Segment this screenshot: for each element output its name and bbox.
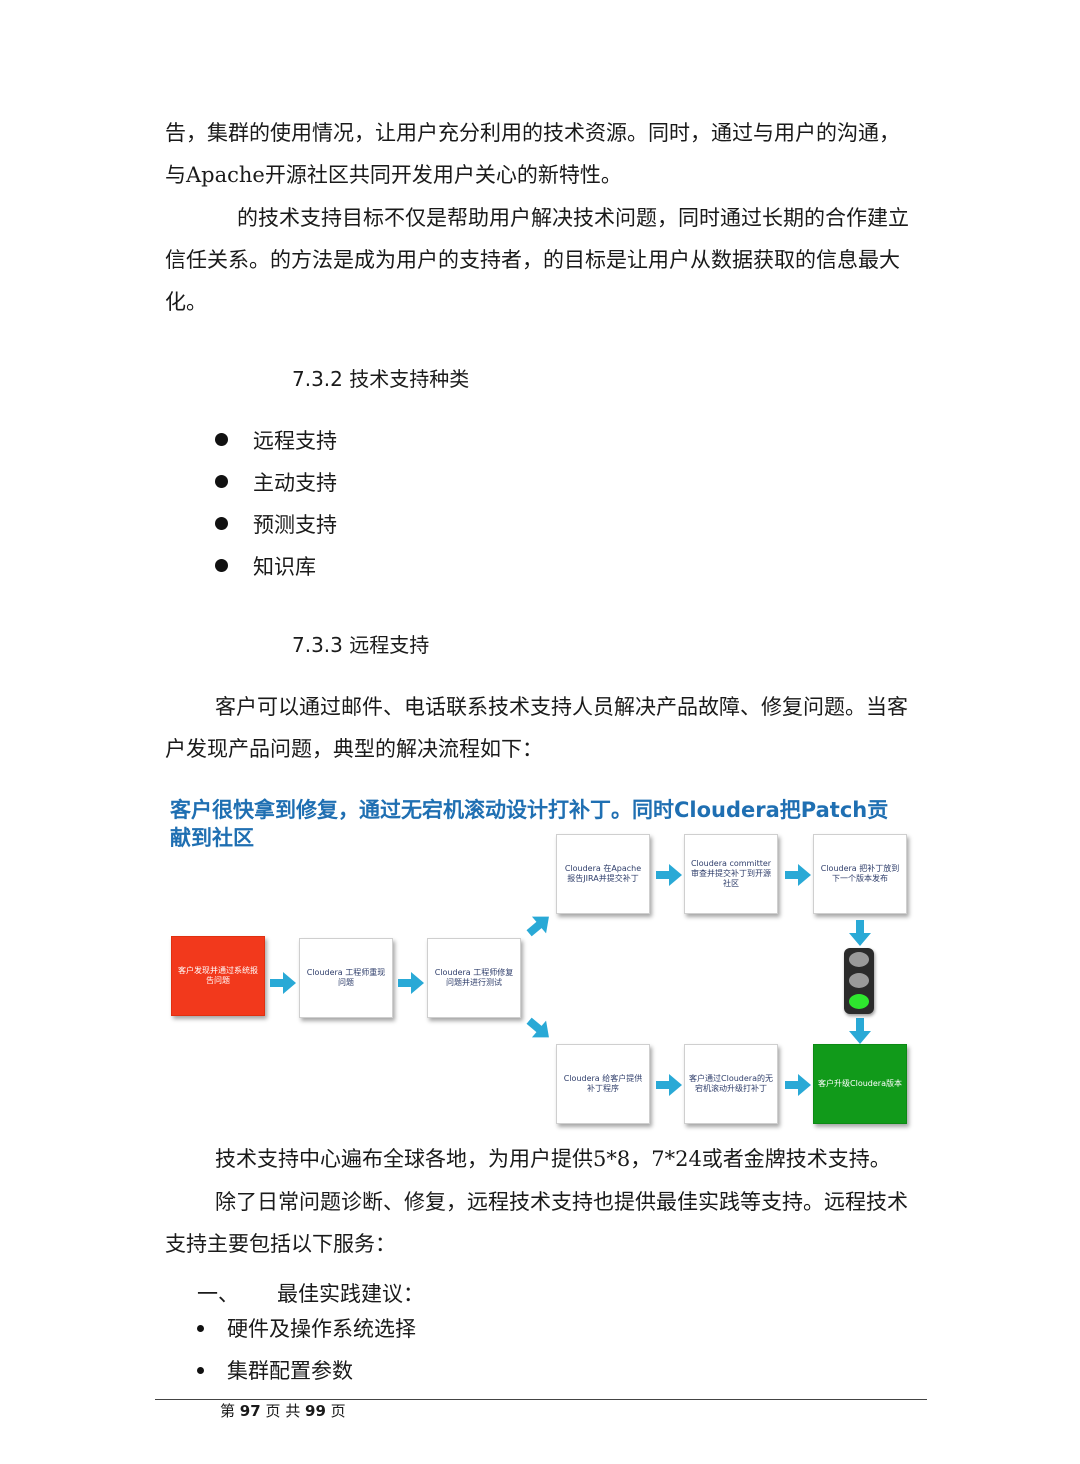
arrow-right-icon xyxy=(785,1074,811,1096)
list-item: 集群配置参数 xyxy=(197,1350,353,1392)
arrow-right-icon xyxy=(398,972,424,994)
step-fix-and-test: Cloudera 工程师修复问题并进行测试 xyxy=(427,938,521,1018)
paragraph-remote-intro: 客户可以通过邮件、电话联系技术支持人员解决产品故障、修复问题。当客户发现产品问题… xyxy=(165,695,908,761)
step-report-issue: 客户发现并通过系统报告问题 xyxy=(171,936,265,1016)
list-item: 硬件及操作系统选择 xyxy=(197,1308,416,1350)
paragraph-global-support: 技术支持中心遍布全球各地，为用户提供5*8，7*24或者金牌技术支持。 xyxy=(215,1147,891,1171)
step-provide-patch: Cloudera 给客户提供补丁程序 xyxy=(556,1044,650,1124)
step-reproduce-issue: Cloudera 工程师重现问题 xyxy=(299,938,393,1018)
list-heading: 一、最佳实践建议： xyxy=(197,1282,424,1306)
paragraph-support-goal: 的技术支持目标不仅是帮助用户解决技术问题，同时通过长期的合作建立信任关系。的方法… xyxy=(165,206,909,314)
arrow-right-icon xyxy=(656,1074,682,1096)
arrow-down-icon xyxy=(849,920,871,946)
list-item: 预测支持 xyxy=(215,504,337,546)
footer-divider xyxy=(155,1399,927,1400)
step-next-release: Cloudera 把补丁放到下一个版本发布 xyxy=(813,834,907,914)
arrow-down-right-icon xyxy=(526,1017,549,1038)
arrow-right-icon xyxy=(270,972,296,994)
step-report-jira: Cloudera 在Apache报告JIRA并提交补丁 xyxy=(556,834,650,914)
list-item: 主动支持 xyxy=(215,462,337,504)
paragraph-remote-services: 除了日常问题诊断、修复，远程技术支持也提供最佳实践等支持。远程技术支持主要包括以… xyxy=(165,1190,908,1256)
step-committer-review: Cloudera committer 审查并提交补丁到开源社区 xyxy=(684,834,778,914)
list-item: 远程支持 xyxy=(215,420,337,462)
figure-title: 客户很快拿到修复，通过无宕机滚动设计打补丁。同时Cloudera把Patch贡献… xyxy=(170,798,889,850)
step-rolling-upgrade: 客户通过Cloudera的无宕机滚动升级打补丁 xyxy=(684,1044,778,1124)
arrow-up-right-icon xyxy=(526,916,549,937)
step-upgrade-version: 客户升级Cloudera版本 xyxy=(813,1044,907,1124)
traffic-light-icon xyxy=(844,948,874,1014)
arrow-right-icon xyxy=(656,864,682,886)
list-item: 知识库 xyxy=(215,546,316,588)
section-title-732: 7.3.2 技术支持种类 xyxy=(292,367,470,391)
section-title-733: 7.3.3 远程支持 xyxy=(292,633,430,657)
page-footer: 第 97 页 共 99 页 xyxy=(220,1402,346,1420)
arrow-down-icon xyxy=(849,1018,871,1044)
paragraph-cluster-usage: 告，集群的使用情况，让用户充分利用的技术资源。同时，通过与用户的沟通，与Apac… xyxy=(165,121,900,187)
arrow-right-icon xyxy=(785,864,811,886)
